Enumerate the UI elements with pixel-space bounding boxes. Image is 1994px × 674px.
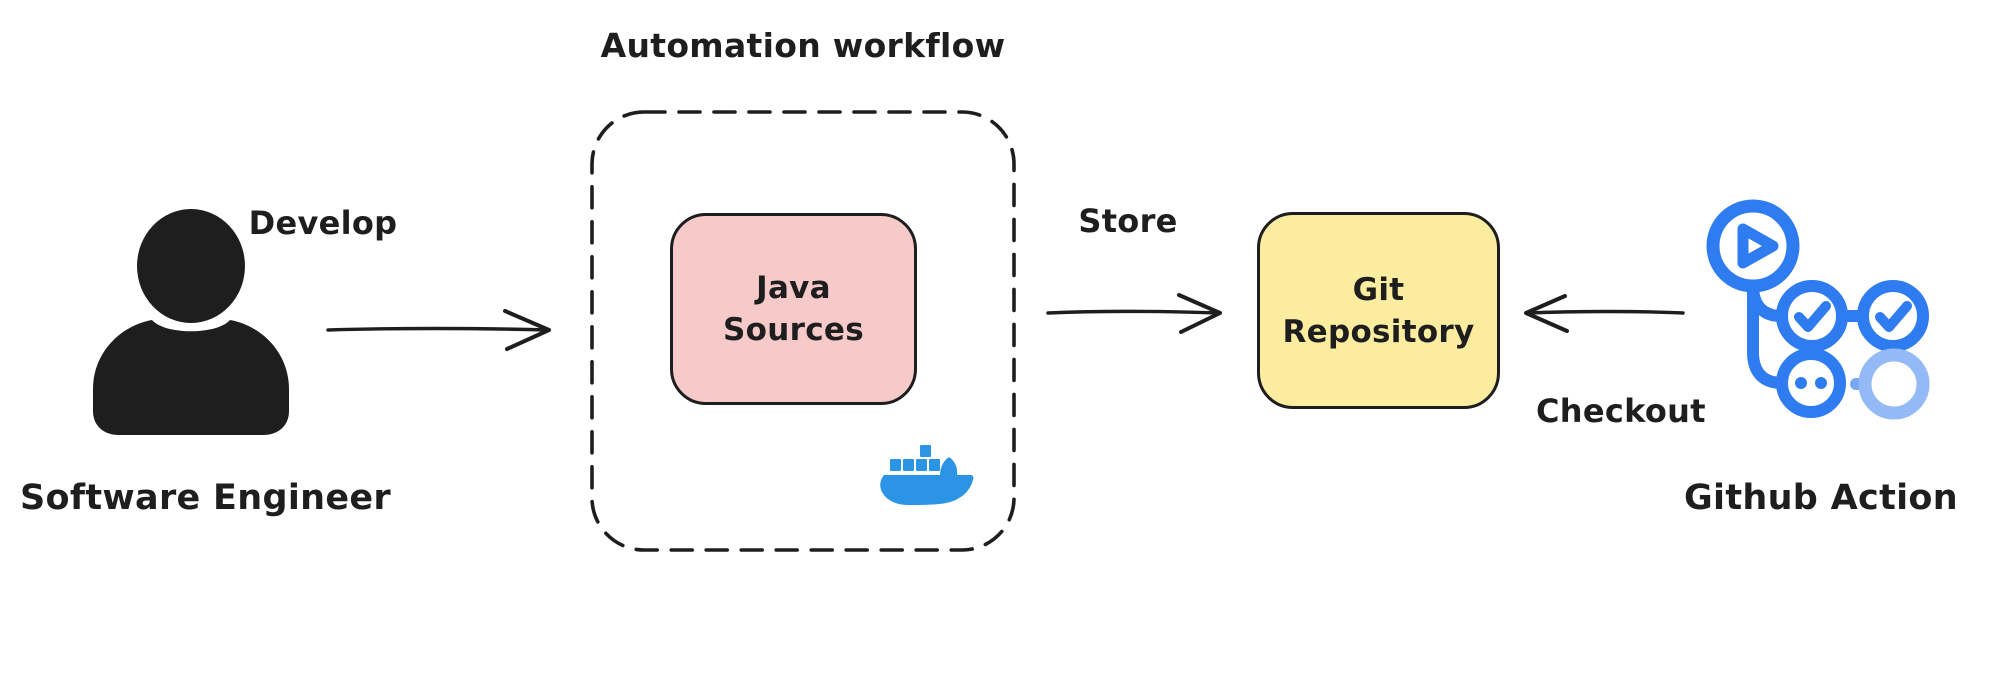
store-arrow: [1046, 293, 1222, 334]
store-edge-label: Store: [1078, 202, 1178, 240]
java-sources-line2: Sources: [723, 312, 864, 348]
git-repository-line1: Git: [1352, 271, 1405, 308]
java-sources-node: Java Sources: [670, 213, 917, 405]
automation-workflow-title: Automation workflow: [600, 26, 1006, 65]
github-actions-icon: [1706, 199, 1930, 420]
github-action-label: Github Action: [1684, 478, 1958, 518]
checkout-edge-label: Checkout: [1536, 392, 1706, 430]
docker-whale-icon: [880, 445, 974, 505]
git-repository-node: Git Repository: [1257, 212, 1500, 409]
person-icon: [93, 209, 289, 435]
develop-arrow: [326, 309, 551, 351]
software-engineer-label: Software Engineer: [20, 478, 391, 518]
automation-workflow-container: [590, 110, 1016, 552]
git-repository-line2: Repository: [1282, 313, 1475, 350]
develop-edge-label: Develop: [248, 204, 398, 242]
checkout-arrow: [1524, 294, 1685, 333]
java-sources-line1: Java: [756, 270, 831, 306]
